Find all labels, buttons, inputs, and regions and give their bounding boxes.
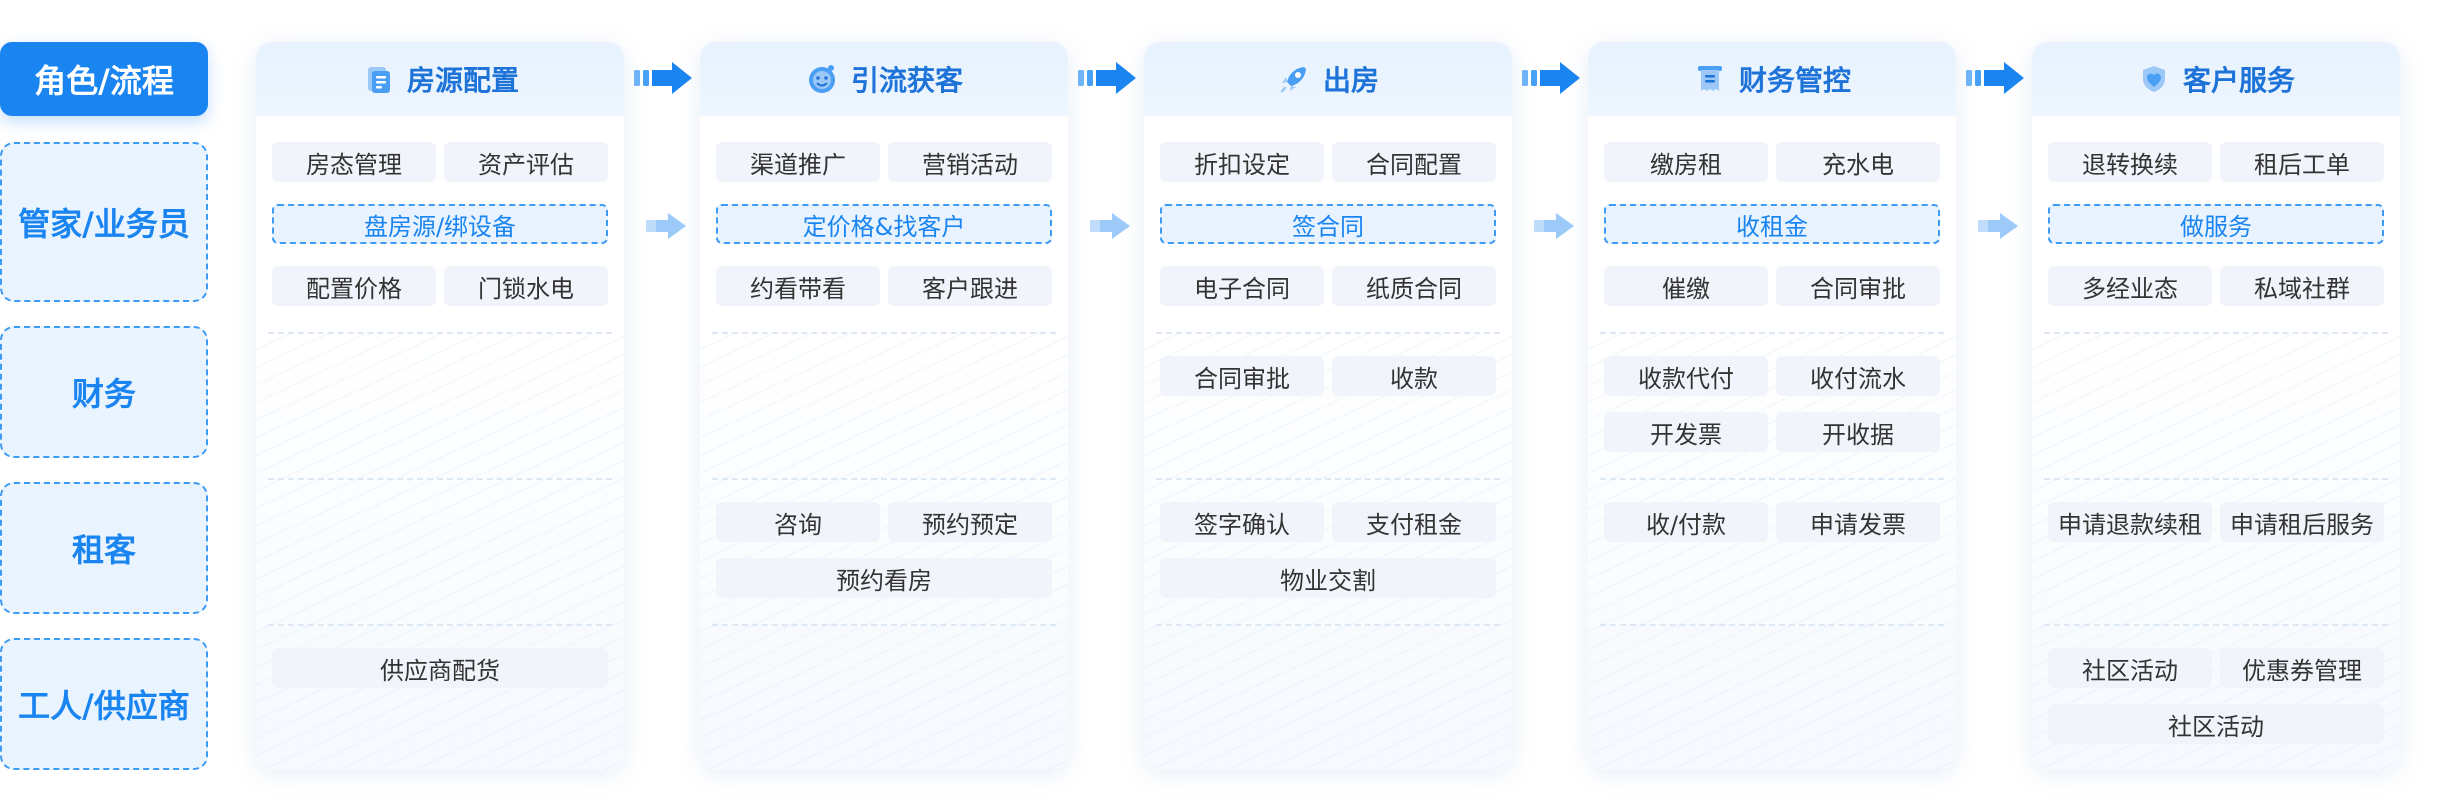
step-chip: 渠道推广 — [716, 142, 880, 182]
step-arrow-icon — [1534, 213, 1574, 239]
step-chip: 咨询 — [716, 502, 880, 542]
step-chip: 签字确认 — [1160, 502, 1324, 542]
row-divider — [2044, 332, 2388, 334]
step-chip: 收付流水 — [1776, 356, 1940, 396]
row-divider — [1600, 332, 1944, 334]
stage-header: 房源配置 — [256, 42, 624, 116]
row-divider — [1156, 332, 1500, 334]
role-tenant: 租客 — [0, 482, 208, 614]
smiley-icon — [808, 65, 835, 93]
row-divider — [1156, 478, 1500, 480]
row-divider — [2044, 478, 2388, 480]
step-chip: 收款代付 — [1604, 356, 1768, 396]
step-chip: 租后工单 — [2220, 142, 2384, 182]
step-chip: 合同审批 — [1776, 266, 1940, 306]
step-chip: 供应商配货 — [272, 648, 608, 688]
step-chip: 退转换续 — [2048, 142, 2212, 182]
stage-title: 引流获客 — [850, 64, 963, 97]
role-steward: 管家/业务员 — [0, 142, 208, 302]
house-doc-icon — [367, 67, 390, 93]
role-finance: 财务 — [0, 326, 208, 458]
key-step-chip: 签合同 — [1160, 204, 1496, 244]
row-divider — [712, 332, 1056, 334]
step-chip: 缴房租 — [1604, 142, 1768, 182]
stage-finance-control: 财务管控 缴房租 充水电 收租金 催缴 合同审批 收款代付 收付流水 开发票 开… — [1588, 42, 1956, 770]
row-divider — [268, 478, 612, 480]
step-chip: 纸质合同 — [1332, 266, 1496, 306]
stage-title: 房源配置 — [406, 64, 519, 97]
step-chip: 房态管理 — [272, 142, 436, 182]
stage-header: 财务管控 — [1588, 42, 1956, 116]
step-arrow-icon — [646, 213, 686, 239]
step-chip: 物业交割 — [1160, 558, 1496, 598]
step-arrow-icon — [1978, 213, 2018, 239]
row-divider — [2044, 624, 2388, 626]
row-divider — [268, 332, 612, 334]
step-arrow-icon — [1090, 213, 1130, 239]
row-divider — [712, 624, 1056, 626]
step-chip: 资产评估 — [444, 142, 608, 182]
key-step-chip: 定价格&找客户 — [716, 204, 1052, 244]
step-chip: 预约预定 — [888, 502, 1052, 542]
step-chip: 开收据 — [1776, 412, 1940, 452]
step-chip: 开发票 — [1604, 412, 1768, 452]
stage-title: 出房 — [1322, 64, 1379, 97]
step-chip: 电子合同 — [1160, 266, 1324, 306]
row-divider — [1600, 624, 1944, 626]
step-chip: 收款 — [1332, 356, 1496, 396]
receipt-icon — [1697, 66, 1722, 91]
row-divider — [712, 478, 1056, 480]
stage-lead-gen: 引流获客 渠道推广 营销活动 定价格&找客户 约看带看 客户跟进 咨询 预约预定… — [700, 42, 1068, 770]
flow-arrow-icon — [1078, 62, 1136, 94]
key-step-chip: 盘房源/绑设备 — [272, 204, 608, 244]
row-divider — [268, 624, 612, 626]
stage-house-config: 房源配置 房态管理 资产评估 盘房源/绑设备 配置价格 门锁水电 供应商配货 — [256, 42, 624, 770]
role-worker: 工人/供应商 — [0, 638, 208, 770]
flow-arrow-icon — [634, 62, 692, 94]
step-chip: 支付租金 — [1332, 502, 1496, 542]
step-chip: 社区活动 — [2048, 648, 2212, 688]
step-chip: 合同配置 — [1332, 142, 1496, 182]
step-chip: 客户跟进 — [888, 266, 1052, 306]
step-chip: 折扣设定 — [1160, 142, 1324, 182]
flow-arrow-icon — [1522, 62, 1580, 94]
role-flow-header: 角色/流程 — [0, 42, 208, 116]
stage-leasing: 出房 折扣设定 合同配置 签合同 电子合同 纸质合同 合同审批 收款 签字确认 … — [1144, 42, 1512, 770]
step-chip: 多经业态 — [2048, 266, 2212, 306]
row-divider — [1156, 624, 1500, 626]
stage-customer-service: 客户服务 退转换续 租后工单 做服务 多经业态 私域社群 申请退款续租 申请租后… — [2032, 42, 2400, 770]
step-chip: 私域社群 — [2220, 266, 2384, 306]
step-chip: 催缴 — [1604, 266, 1768, 306]
flow-arrow-icon — [1966, 62, 2024, 94]
step-chip: 充水电 — [1776, 142, 1940, 182]
step-chip: 社区活动 — [2048, 704, 2384, 744]
step-chip: 申请退款续租 — [2048, 502, 2212, 542]
stage-header: 出房 — [1144, 42, 1512, 116]
stage-title: 客户服务 — [2182, 64, 2295, 97]
step-chip: 约看带看 — [716, 266, 880, 306]
step-chip: 合同审批 — [1160, 356, 1324, 396]
step-chip: 申请租后服务 — [2220, 502, 2384, 542]
stage-header: 引流获客 — [700, 42, 1068, 116]
step-chip: 预约看房 — [716, 558, 1052, 598]
key-step-chip: 做服务 — [2048, 204, 2384, 244]
step-chip: 门锁水电 — [444, 266, 608, 306]
stage-header: 客户服务 — [2032, 42, 2400, 116]
row-divider — [1600, 478, 1944, 480]
step-chip: 申请发票 — [1776, 502, 1940, 542]
key-step-chip: 收租金 — [1604, 204, 1940, 244]
rocket-icon — [1280, 67, 1306, 93]
stage-title: 财务管控 — [1738, 64, 1851, 97]
step-chip: 营销活动 — [888, 142, 1052, 182]
step-chip: 收/付款 — [1604, 502, 1768, 542]
heart-shield-icon — [2142, 66, 2165, 92]
step-chip: 优惠券管理 — [2220, 648, 2384, 688]
step-chip: 配置价格 — [272, 266, 436, 306]
